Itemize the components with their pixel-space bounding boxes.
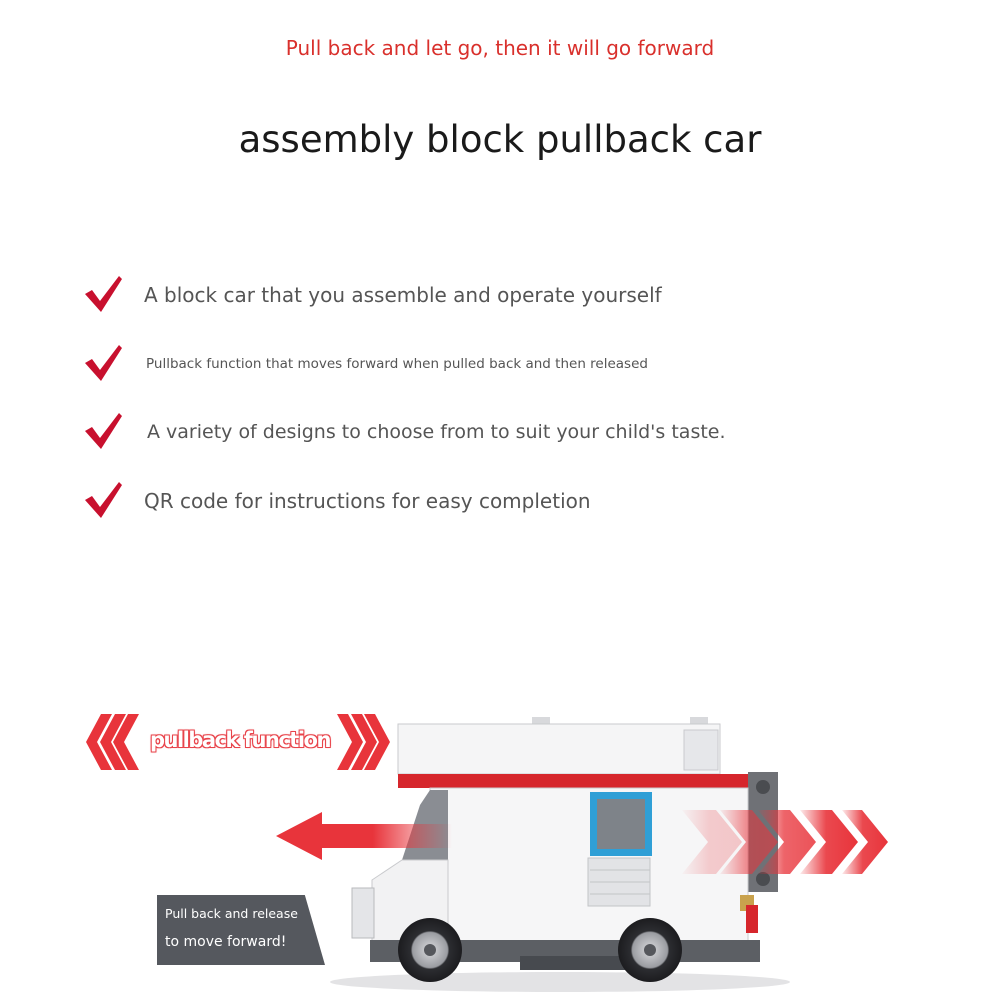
feature-item: QR code for instructions for easy comple… — [82, 479, 591, 523]
pull-back-arrow-icon — [276, 812, 452, 860]
check-icon — [85, 345, 122, 381]
feature-item: A variety of designs to choose from to s… — [82, 410, 726, 454]
callout-line-2: to move forward! — [165, 934, 287, 950]
check-icon — [85, 482, 122, 518]
right-chevrons-icon — [337, 714, 390, 770]
feature-text: QR code for instructions for easy comple… — [144, 489, 591, 513]
feature-text: Pullback function that moves forward whe… — [146, 356, 648, 372]
pullback-function-label: pullback function — [150, 728, 331, 752]
callout-box: Pull back and release to move forward! — [157, 895, 325, 965]
feature-item: Pullback function that moves forward whe… — [82, 342, 648, 386]
release-chevrons-icon — [682, 810, 888, 874]
feature-item: A block car that you assemble and operat… — [82, 273, 662, 317]
top-note: Pull back and let go, then it will go fo… — [285, 36, 715, 60]
check-icon — [85, 276, 122, 312]
left-chevrons-icon — [86, 714, 139, 770]
feature-text: A variety of designs to choose from to s… — [147, 421, 726, 443]
feature-text: A block car that you assemble and operat… — [144, 283, 662, 307]
check-icon — [85, 413, 122, 449]
callout-line-1: Pull back and release — [165, 906, 298, 921]
page-title: assembly block pullback car — [238, 118, 762, 161]
